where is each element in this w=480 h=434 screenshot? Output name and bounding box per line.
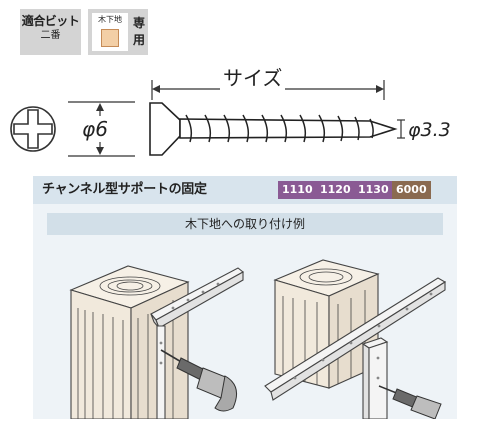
wood-base-label: 木下地: [98, 15, 122, 24]
wood-post-illustration-left: [69, 265, 190, 419]
mounting-illustrations: [69, 259, 447, 419]
wood-swatch-icon: [101, 29, 119, 47]
model-tag: 1120: [316, 181, 355, 199]
shank-diameter-dimension: [397, 119, 405, 139]
channel-support-left: [150, 267, 244, 419]
mounting-example-panel: チャンネル型サポートの固定 1110 1120 1130 6000 木下地への取…: [33, 176, 457, 419]
screwdriver-left: [160, 349, 238, 412]
screw-diagram: [10, 80, 405, 157]
head-diameter-dimension: [68, 101, 135, 157]
model-tag: 1110: [278, 181, 317, 199]
wood-base-only-badge: 木下地 専用: [88, 9, 148, 55]
phillips-head-icon: [10, 106, 56, 152]
model-tag: 6000: [392, 181, 431, 199]
bit-number-label: 二番: [40, 30, 61, 41]
size-label: サイズ: [220, 66, 286, 90]
compatible-bit-label: 適合ビット: [21, 14, 80, 28]
panel-header: チャンネル型サポートの固定 1110 1120 1130 6000: [33, 176, 457, 204]
screw-threads: [185, 114, 374, 143]
dedicated-label: 専用: [132, 16, 145, 47]
head-diameter-label: φ6: [82, 117, 108, 141]
screwdriver-right: [378, 385, 442, 419]
wood-badge-inner: 木下地: [92, 13, 128, 51]
compatible-bit-badge: 適合ビット 二番: [20, 9, 81, 55]
panel-title: チャンネル型サポートの固定: [42, 182, 207, 197]
channel-support-right: [264, 277, 447, 401]
shank-diameter-label: φ3.3: [408, 119, 451, 141]
model-tag: 1130: [354, 181, 393, 199]
panel-subtitle: 木下地への取り付け例: [47, 213, 443, 235]
vertical-channel-right: [361, 337, 389, 419]
